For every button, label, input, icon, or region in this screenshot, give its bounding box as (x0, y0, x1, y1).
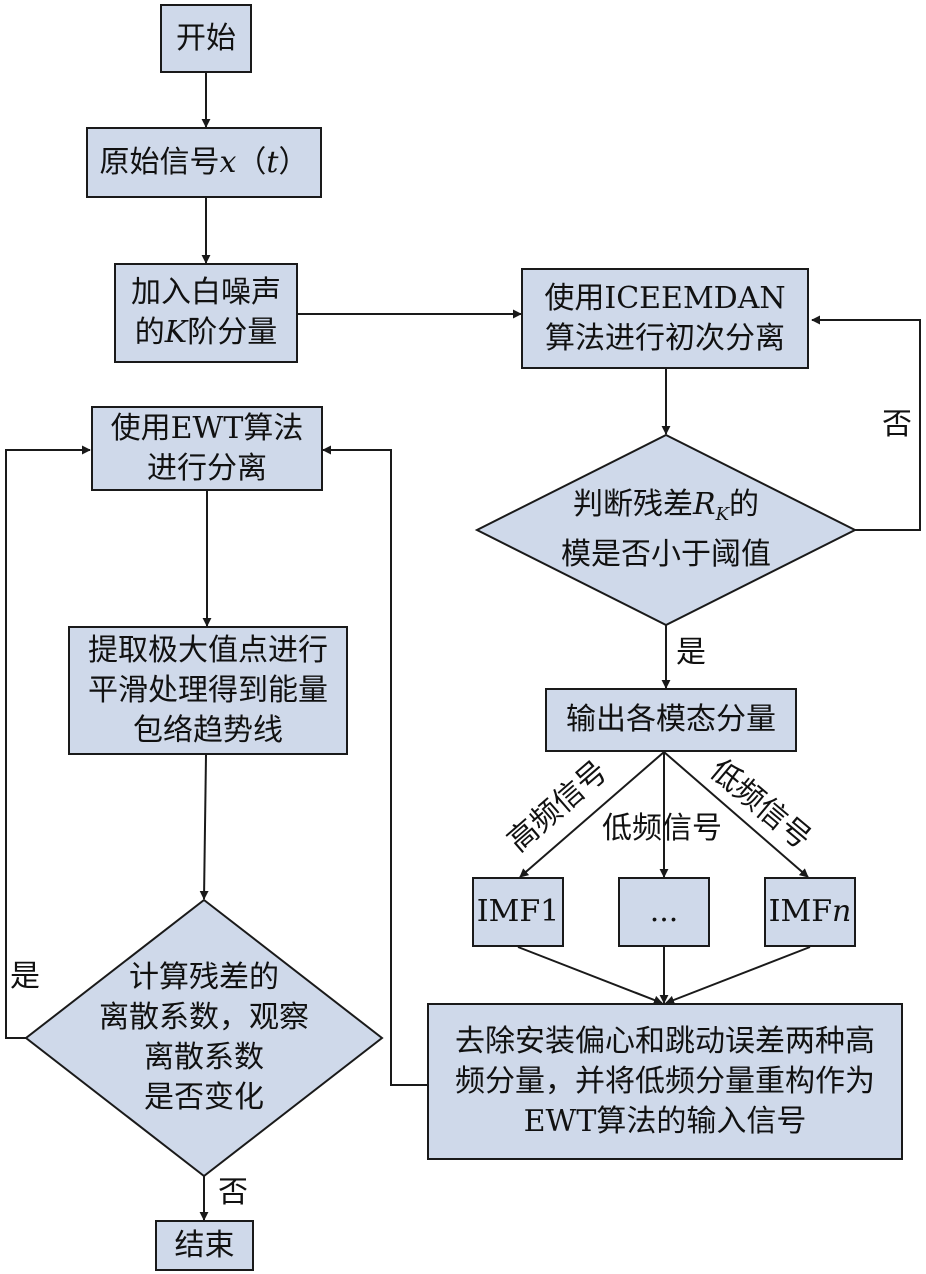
arrow-output-to-imfn (663, 751, 809, 878)
imfn-label: IMFn (769, 892, 852, 932)
start-label: 开始 (176, 20, 236, 56)
edge-label-no-end: 否 (218, 1175, 248, 1210)
ewt-line1: 使用EWT算法 (110, 410, 304, 446)
output-label: 输出各模态分量 (566, 702, 776, 737)
signal-var: x (219, 144, 237, 180)
dispersion-check-diamond (24, 898, 384, 1178)
start-node: 开始 (160, 4, 252, 73)
edge-label-yes-output: 是 (676, 635, 706, 670)
signal-close: ） (278, 144, 309, 180)
imf1-label: IMF1 (476, 894, 560, 929)
arrow-remove-to-ewt (322, 445, 427, 1086)
imfn-node: IMFn (764, 877, 856, 947)
extract-line2: 平滑处理得到能量 (88, 672, 328, 708)
iceemdan-line2: 算法进行初次分离 (545, 320, 785, 356)
arrow-yes-loop-back (5, 445, 91, 1039)
imf-mid-label: ... (649, 894, 679, 929)
imf-mid-node: ... (618, 877, 710, 947)
signal-node: 原始信号x（t） (86, 127, 322, 198)
noise-line2-var: K (164, 315, 188, 350)
residual-check-diamond (474, 433, 858, 627)
end-node: 结束 (155, 1220, 254, 1271)
imfn-pre: IMF (768, 894, 833, 929)
noise-node: 加入白噪声 的K阶分量 (114, 263, 298, 363)
ewt-node: 使用EWT算法 进行分离 (91, 406, 323, 491)
arrow-imf1-to-remove (517, 946, 663, 1005)
remove-line2: 频分量，并将低频分量重构作为 (455, 1063, 875, 1099)
arrow-output-to-imf1 (519, 751, 665, 878)
extract-line3: 包络趋势线 (133, 712, 283, 748)
remove-node: 去除安装偏心和跳动误差两种高 频分量，并将低频分量重构作为 EWT算法的输入信号 (427, 1003, 903, 1160)
noise-line1: 加入白噪声 (131, 275, 281, 310)
edge-label-low-freq-mid: 低频信号 (602, 811, 722, 846)
imfn-var: n (832, 894, 852, 929)
ewt-line2: 进行分离 (147, 450, 267, 486)
signal-open: （ (236, 144, 267, 180)
remove-line3: EWT算法的输入信号 (523, 1103, 807, 1139)
extract-line1: 提取极大值点进行 (88, 632, 328, 668)
remove-line1: 去除安装偏心和跳动误差两种高 (455, 1023, 875, 1059)
signal-text: 原始信号 (99, 144, 220, 180)
output-node: 输出各模态分量 (545, 688, 797, 752)
arrow-extract-to-dispersion (199, 754, 209, 900)
end-label: 结束 (174, 1227, 235, 1263)
noise-line2-post: 阶分量 (187, 315, 278, 350)
imf1-node: IMF1 (472, 877, 564, 947)
signal-label: 原始信号x（t） (100, 143, 309, 183)
extract-node: 提取极大值点进行 平滑处理得到能量 包络趋势线 (68, 626, 348, 755)
edge-label-no-right: 否 (882, 407, 912, 442)
noise-line2-pre: 的 (134, 315, 165, 350)
signal-arg: t (266, 144, 279, 180)
arrow-imfn-to-remove (665, 946, 811, 1005)
noise-line2: 的K阶分量 (135, 313, 277, 353)
iceemdan-node: 使用ICEEMDAN 算法进行初次分离 (521, 268, 809, 369)
iceemdan-line1: 使用ICEEMDAN (544, 280, 786, 316)
edge-label-yes-left: 是 (10, 959, 40, 994)
arrow-no-loop-back (811, 315, 921, 531)
